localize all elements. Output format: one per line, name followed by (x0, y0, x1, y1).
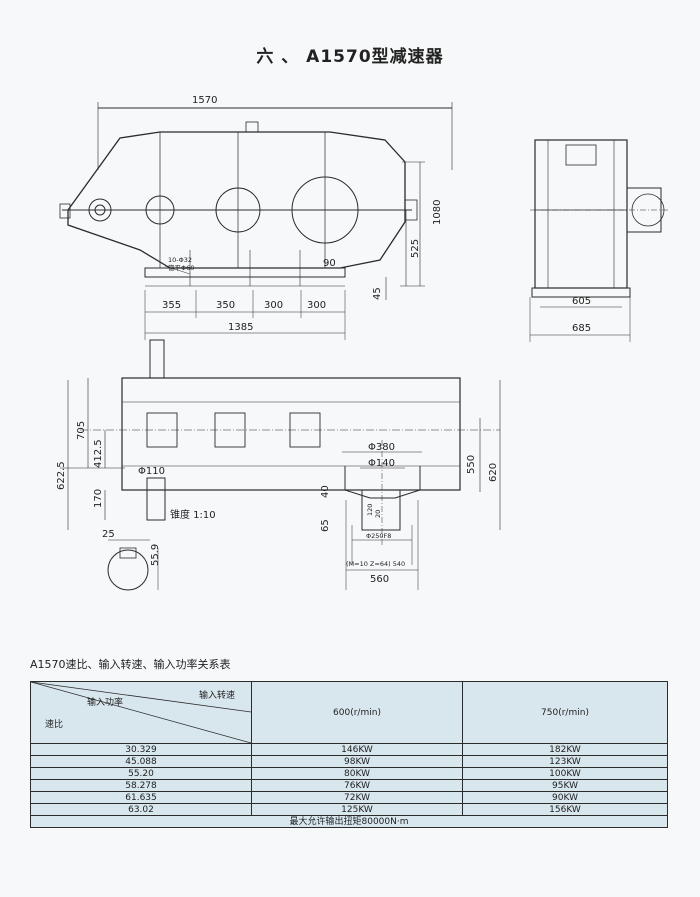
dim-622-5: 622.5 (56, 461, 67, 490)
dim-45: 45 (372, 287, 383, 300)
dim-65: 65 (320, 519, 331, 532)
cell-p600: 125KW (251, 803, 463, 816)
table-row: 58.278 76KW 95KW (30, 779, 668, 792)
dim-685: 685 (572, 323, 591, 334)
dim-525: 525 (410, 239, 421, 258)
table-row: 61.635 72KW 90KW (30, 791, 668, 804)
cell-p750: 95KW (462, 779, 668, 792)
table-header-row: 输入功率 输入转速 速比 600(r/min) 750(r/min) (30, 681, 668, 744)
table-row: 30.329 146KW 182KW (30, 743, 668, 756)
cell-p750: 182KW (462, 743, 668, 756)
dim-phi-250f8: Φ250F8 (366, 532, 391, 540)
cell-ratio: 61.635 (30, 791, 252, 804)
front-elevation-view (59, 102, 453, 340)
diagonal-header-cell: 输入功率 输入转速 速比 (30, 681, 252, 744)
table-row: 45.088 98KW 123KW (30, 755, 668, 768)
dim-300a: 300 (264, 300, 283, 311)
performance-table: 输入功率 输入转速 速比 600(r/min) 750(r/min) 30.32… (30, 681, 668, 828)
note-bolt-holes: 10-Φ32 (168, 256, 192, 264)
dim-170: 170 (93, 489, 104, 508)
dim-1385: 1385 (228, 322, 253, 333)
cell-ratio: 55.20 (30, 767, 252, 780)
cell-ratio: 45.088 (30, 755, 252, 768)
cell-p750: 123KW (462, 755, 668, 768)
dim-620: 620 (488, 463, 499, 482)
dim-25: 25 (102, 529, 115, 540)
page-title: 六 、 A1570型减速器 (256, 47, 444, 67)
dim-560: 560 (370, 574, 389, 585)
cell-ratio: 30.329 (30, 743, 252, 756)
cell-p600: 98KW (251, 755, 463, 768)
dim-550: 550 (466, 455, 477, 474)
dim-phi-110: Φ110 (138, 466, 165, 477)
dim-90: 90 (323, 258, 336, 269)
cell-p750: 100KW (462, 767, 668, 780)
header-ratio: 速比 (45, 720, 64, 730)
table-row: 63.02 125KW 156KW (30, 803, 668, 816)
cell-ratio: 63.02 (30, 803, 252, 816)
taper-note: 锥度 1:10 (170, 508, 216, 521)
table-caption: A1570速比、输入转速、输入功率关系表 (30, 658, 231, 671)
header-input-speed: 输入转速 (199, 691, 236, 701)
note-spot-face: 锪平Φ60 (168, 263, 194, 272)
side-elevation-view (529, 139, 670, 342)
dim-355: 355 (162, 300, 181, 311)
dim-phi-140: Φ140 (368, 458, 395, 469)
plan-view (60, 339, 501, 591)
cell-p600: 76KW (251, 779, 463, 792)
dim-120: 120 (366, 504, 374, 516)
cell-p600: 80KW (251, 767, 463, 780)
table-row: 55.20 80KW 100KW (30, 767, 668, 780)
table-footer-row: 最大允许输出扭矩80000N·m (30, 815, 668, 828)
cell-p750: 90KW (462, 791, 668, 804)
dimension-labels: 1570 1080 525 45 10-Φ32 锪平Φ60 90 355 350… (56, 95, 591, 585)
header-input-power: 输入功率 (87, 698, 124, 708)
dim-1570: 1570 (192, 95, 217, 106)
dim-412-5: 412.5 (93, 439, 104, 468)
gear-note: (M=10 Z=64) 540 (346, 560, 405, 568)
header-750: 750(r/min) (462, 681, 668, 744)
dim-705: 705 (76, 421, 87, 440)
dim-phi-380: Φ380 (368, 442, 395, 453)
header-600: 600(r/min) (251, 681, 463, 744)
dim-605: 605 (572, 296, 591, 307)
cell-p750: 156KW (462, 803, 668, 816)
cell-ratio: 58.278 (30, 779, 252, 792)
dim-1080: 1080 (432, 200, 443, 225)
cell-p600: 72KW (251, 791, 463, 804)
dim-40: 40 (320, 485, 331, 498)
dim-350: 350 (216, 300, 235, 311)
dim-20: 20 (374, 510, 382, 518)
diagonal-lines (31, 682, 251, 743)
dim-55-9: 55.9 (150, 544, 161, 566)
technical-drawing: 1570 1080 525 45 10-Φ32 锪平Φ60 90 355 350… (56, 95, 670, 591)
cell-p600: 146KW (251, 743, 463, 756)
max-torque-note: 最大允许输出扭矩80000N·m (30, 815, 668, 828)
dim-300b: 300 (307, 300, 326, 311)
